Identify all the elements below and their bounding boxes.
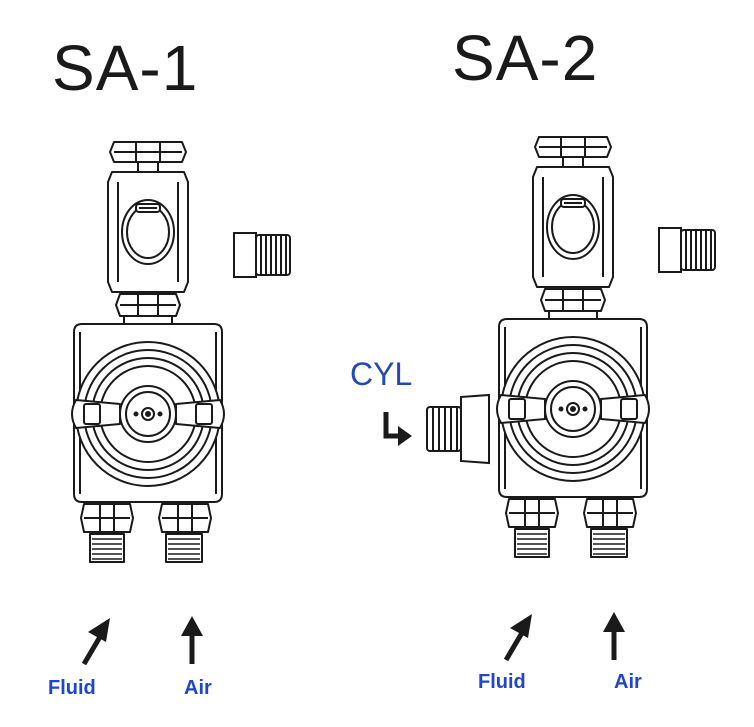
sa2-valve-drawing bbox=[426, 136, 716, 558]
sa2-title: SA-2 bbox=[452, 22, 599, 94]
sa2-cyl-fitting bbox=[426, 393, 490, 465]
sa1-air-label: Air bbox=[184, 677, 212, 699]
sa1-valve-drawing bbox=[71, 141, 291, 563]
sa2-air-label: Air bbox=[614, 671, 642, 693]
sa2-fluid-label: Fluid bbox=[478, 671, 526, 693]
arrows bbox=[81, 412, 625, 666]
sa2-cyl-label: CYL bbox=[350, 356, 413, 392]
sa1-fluid-label: Fluid bbox=[48, 677, 96, 699]
sa1-title: SA-1 bbox=[52, 32, 199, 104]
